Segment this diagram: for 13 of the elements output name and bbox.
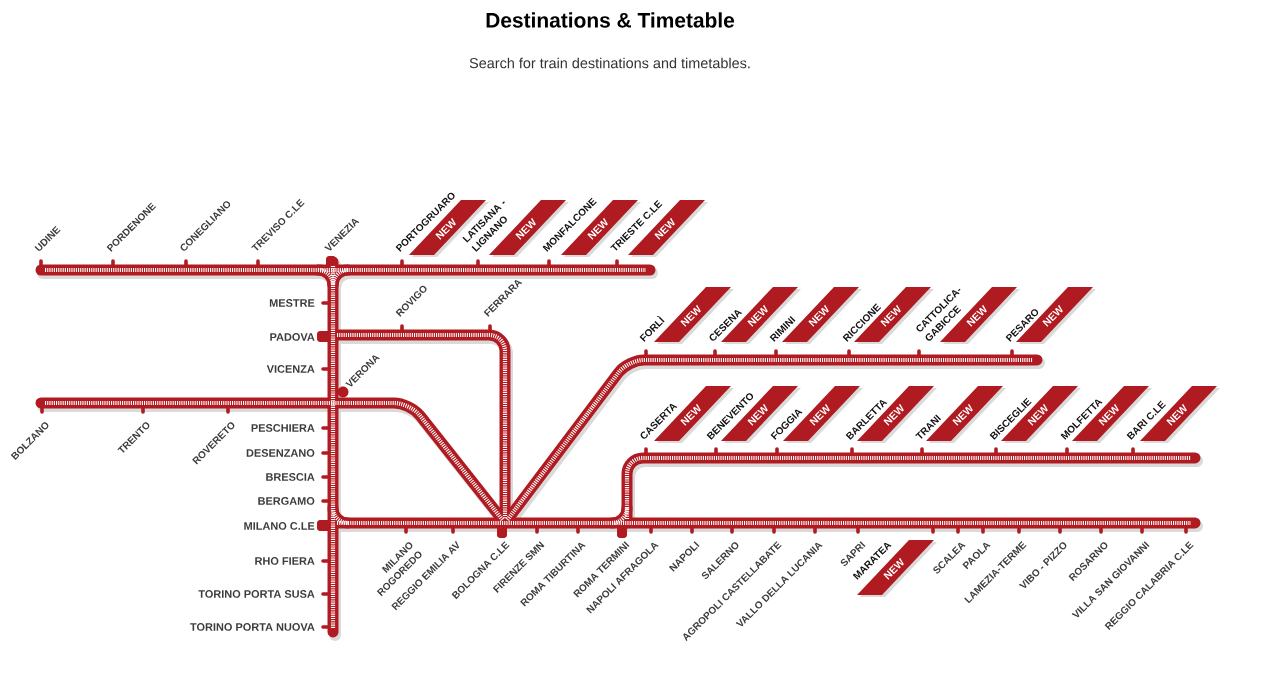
title: Destinations & Timetable [486,12,735,28]
station-name: MILANO C.LE [244,522,315,530]
station-name: RHO FIERA [255,557,315,565]
station-name: PADOVA [270,333,315,341]
station-name: DESENZANO [246,449,315,457]
station-name: MESTRE [269,299,315,307]
station-name: BERGAMO [258,497,315,505]
station-name: BRESCIA [266,473,315,481]
station-name: TORINO PORTA SUSA [198,590,315,598]
subtitle: Search for train destinations and timetables. [469,57,750,69]
station-name: TORINO PORTA NUOVA [190,623,315,631]
station-name: PESCHIERA [251,424,315,432]
station-name: VICENZA [266,365,315,373]
